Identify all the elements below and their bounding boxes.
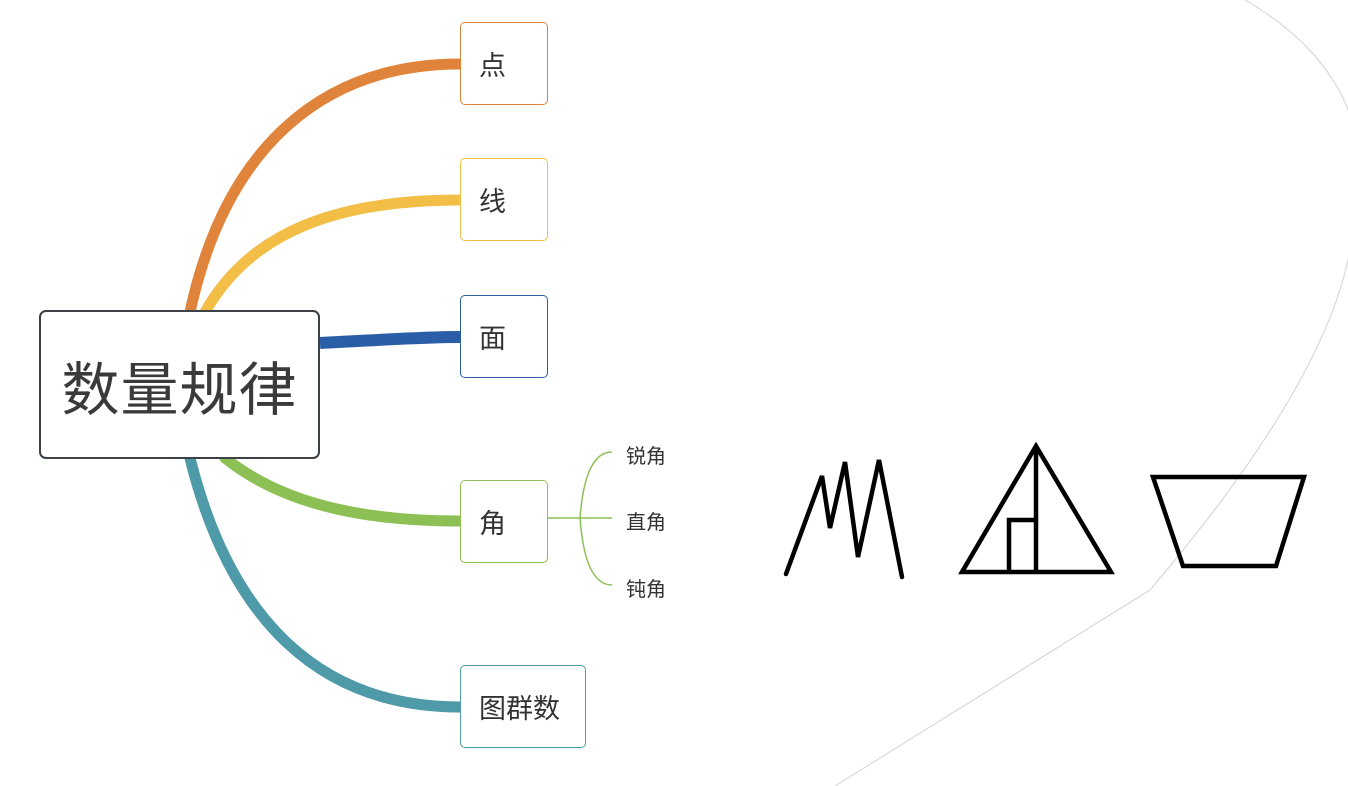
leaf-dunjiao[interactable]: 钝角: [626, 577, 666, 601]
figure-trapezoid: [1149, 474, 1308, 569]
connector-tuqunshu: [184, 452, 466, 713]
root-label: 数量规律: [61, 355, 298, 424]
connector-dian: [184, 58, 466, 318]
root-node[interactable]: 数量规律: [39, 310, 320, 459]
figure-triangle-with-rectangle: [958, 441, 1115, 575]
branch-label: 线: [479, 187, 506, 218]
branch-node-dian[interactable]: 点: [460, 22, 548, 105]
leaf-zhijiao[interactable]: 直角: [626, 510, 666, 534]
figure-jagged-zigzag: [783, 459, 905, 580]
branch-node-tuqunshu[interactable]: 图群数: [460, 665, 586, 748]
connector-jiao: [219, 452, 466, 527]
leaf-ruijiao[interactable]: 锐角: [626, 444, 666, 468]
branch-label: 图群数: [479, 694, 560, 725]
connector-mian: [319, 331, 461, 349]
background-arc: [834, 0, 1348, 786]
branch-node-jiao[interactable]: 角: [460, 480, 548, 563]
jiao-sub-connectors: [548, 451, 613, 586]
branch-node-xian[interactable]: 线: [460, 158, 548, 241]
branch-label: 点: [479, 51, 506, 82]
branch-node-mian[interactable]: 面: [460, 295, 548, 378]
branch-label: 面: [479, 324, 506, 355]
connector-xian: [198, 194, 466, 320]
branch-label: 角: [479, 509, 506, 540]
